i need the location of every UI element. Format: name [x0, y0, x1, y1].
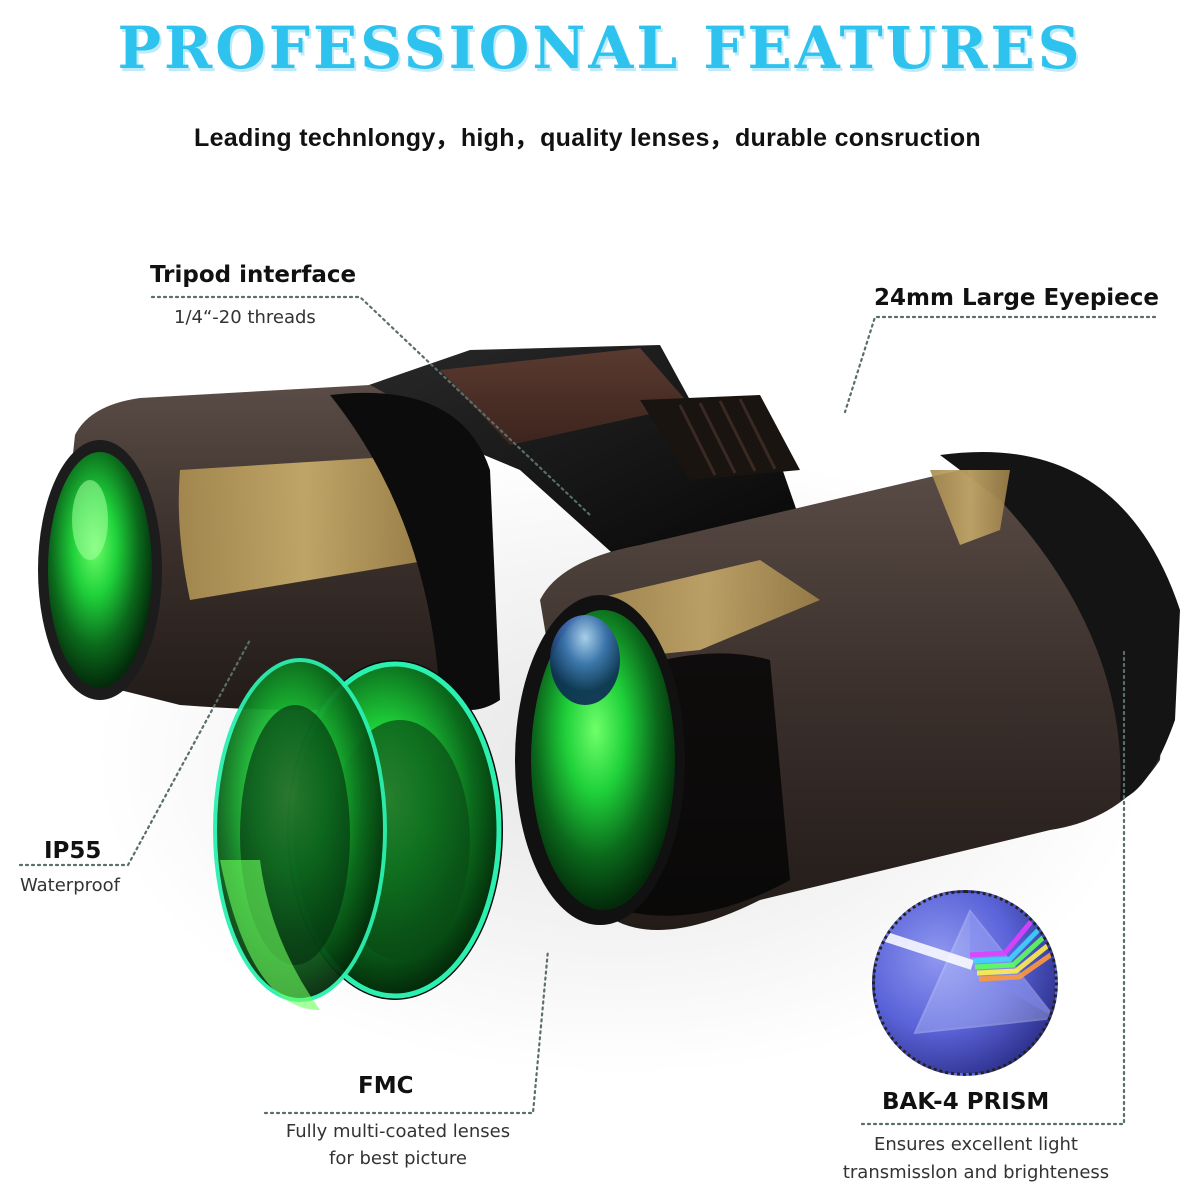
feature-eyepiece: 24mm Large Eyepiece: [874, 285, 1159, 311]
bak4-prism-badge: [872, 890, 1058, 1076]
feature-fmc-title: FMC: [358, 1073, 414, 1099]
feature-ip55-description: Waterproof: [20, 875, 121, 896]
feature-fmc-description: Fully multi-coated lenses for best pictu…: [285, 1121, 511, 1169]
feature-ip55-title: IP55: [44, 838, 102, 864]
feature-title: Tripod interface: [150, 262, 357, 288]
page-title: PROFESSIONAL FEATURES: [117, 14, 1083, 82]
prism-icon: [875, 903, 1055, 1035]
feature-tripod: Tripod interface: [150, 262, 356, 288]
page-subtitle: Leading technlongy，high，quality lenses，d…: [194, 124, 981, 152]
feature-description: 1/4“-20 threads: [174, 307, 316, 328]
feature-bak4-title: BAK-4 PRISM: [882, 1089, 1050, 1115]
feature-title: 24mm Large Eyepiece: [874, 285, 1160, 311]
feature-bak4-description: Ensures excellent light transmisslon and…: [842, 1134, 1110, 1183]
